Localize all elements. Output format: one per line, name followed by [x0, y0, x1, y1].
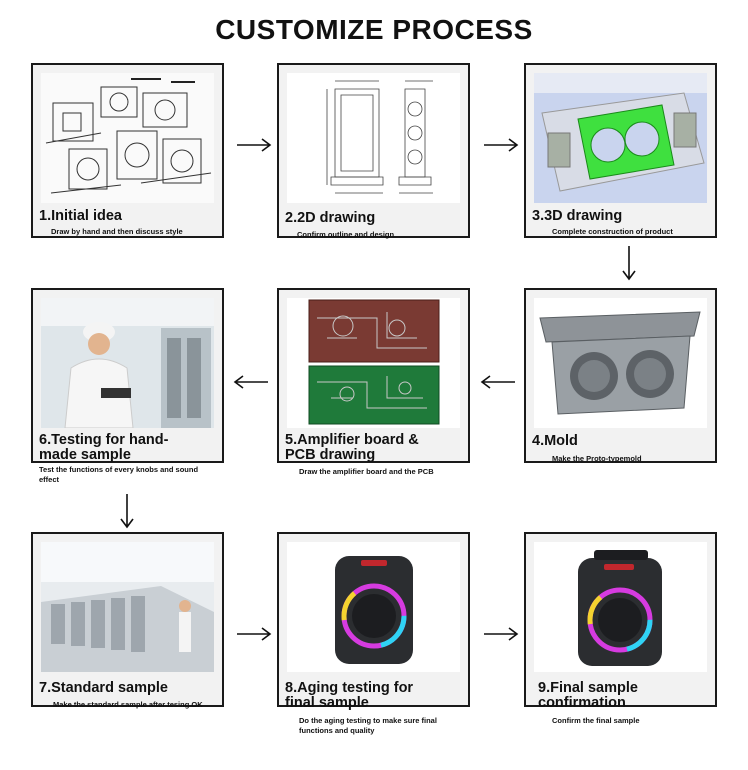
- arrow-right-icon: [483, 627, 519, 641]
- step-card-6: 6.Testing for hand-made sample Test the …: [31, 288, 224, 484]
- step-subtitle: Confirm the final sample: [552, 716, 640, 725]
- standard-sample-image: [41, 542, 214, 672]
- arrow-right-icon: [483, 138, 519, 152]
- sketch-image: [41, 73, 214, 203]
- step-card-4: 4.Mold Make the Proto-typemold: [524, 288, 717, 463]
- step-title: 2.2D drawing: [285, 210, 376, 226]
- step-title: 1.Initial idea: [39, 208, 122, 224]
- step-card-9: 9.Final sample confirmation Confirm the …: [524, 532, 717, 725]
- step-subtitle: Make the Proto-typemold: [552, 454, 642, 463]
- step-subtitle: Make the standard sample after tesing OK: [53, 700, 203, 709]
- step-subtitle: Confirm outline and design: [297, 230, 395, 239]
- step-card-2: 2.2D drawing Confirm outline and design: [277, 63, 470, 239]
- step-card-5: 5.Amplifier board & PCB drawing Draw the…: [277, 288, 470, 476]
- step-title: 5.Amplifier board & PCB drawing: [285, 432, 419, 463]
- step-title: 6.Testing for hand-made sample: [39, 432, 169, 463]
- step-title: 9.Final sample confirmation: [538, 680, 638, 711]
- mold-image: [534, 298, 707, 428]
- arrow-right-icon: [236, 627, 272, 641]
- step-subtitle: Draw by hand and then discuss style: [51, 227, 183, 236]
- step-card-8: 8.Aging testing for final sample Do the …: [277, 532, 470, 735]
- arrow-down-icon: [622, 245, 636, 281]
- arrow-left-icon: [480, 375, 516, 389]
- step-subtitle: Complete construction of product: [552, 227, 673, 236]
- step-title: 3.3D drawing: [532, 208, 623, 224]
- step-subtitle: Test the functions of every knobs and so…: [39, 465, 199, 484]
- step-subtitle: Do the aging testing to make sure final …: [299, 716, 437, 735]
- page-title: CUSTOMIZE PROCESS: [215, 14, 533, 45]
- step-title: 8.Aging testing for final sample: [285, 680, 414, 711]
- speaker-aging-image: [287, 542, 460, 672]
- step-card-3: 3.3D drawing Complete construction of pr…: [524, 63, 717, 238]
- step-card-1: 1.Initial idea Draw by hand and then dis…: [31, 63, 224, 238]
- step-card-7: 7.Standard sample Make the standard samp…: [31, 532, 224, 709]
- arrow-right-icon: [236, 138, 272, 152]
- step-title: 7.Standard sample: [39, 680, 168, 696]
- step-subtitle: Draw the amplifier board and the PCB: [299, 467, 434, 476]
- arrow-down-icon: [120, 493, 134, 529]
- hand-made-testing-image: [41, 298, 214, 428]
- pcb-drawing-image: [287, 298, 460, 428]
- arrow-left-icon: [233, 375, 269, 389]
- 3d-drawing-image: [534, 73, 707, 203]
- final-speaker-image: [534, 542, 707, 672]
- step-title: 4.Mold: [532, 433, 578, 449]
- 2d-drawing-image: [287, 73, 460, 203]
